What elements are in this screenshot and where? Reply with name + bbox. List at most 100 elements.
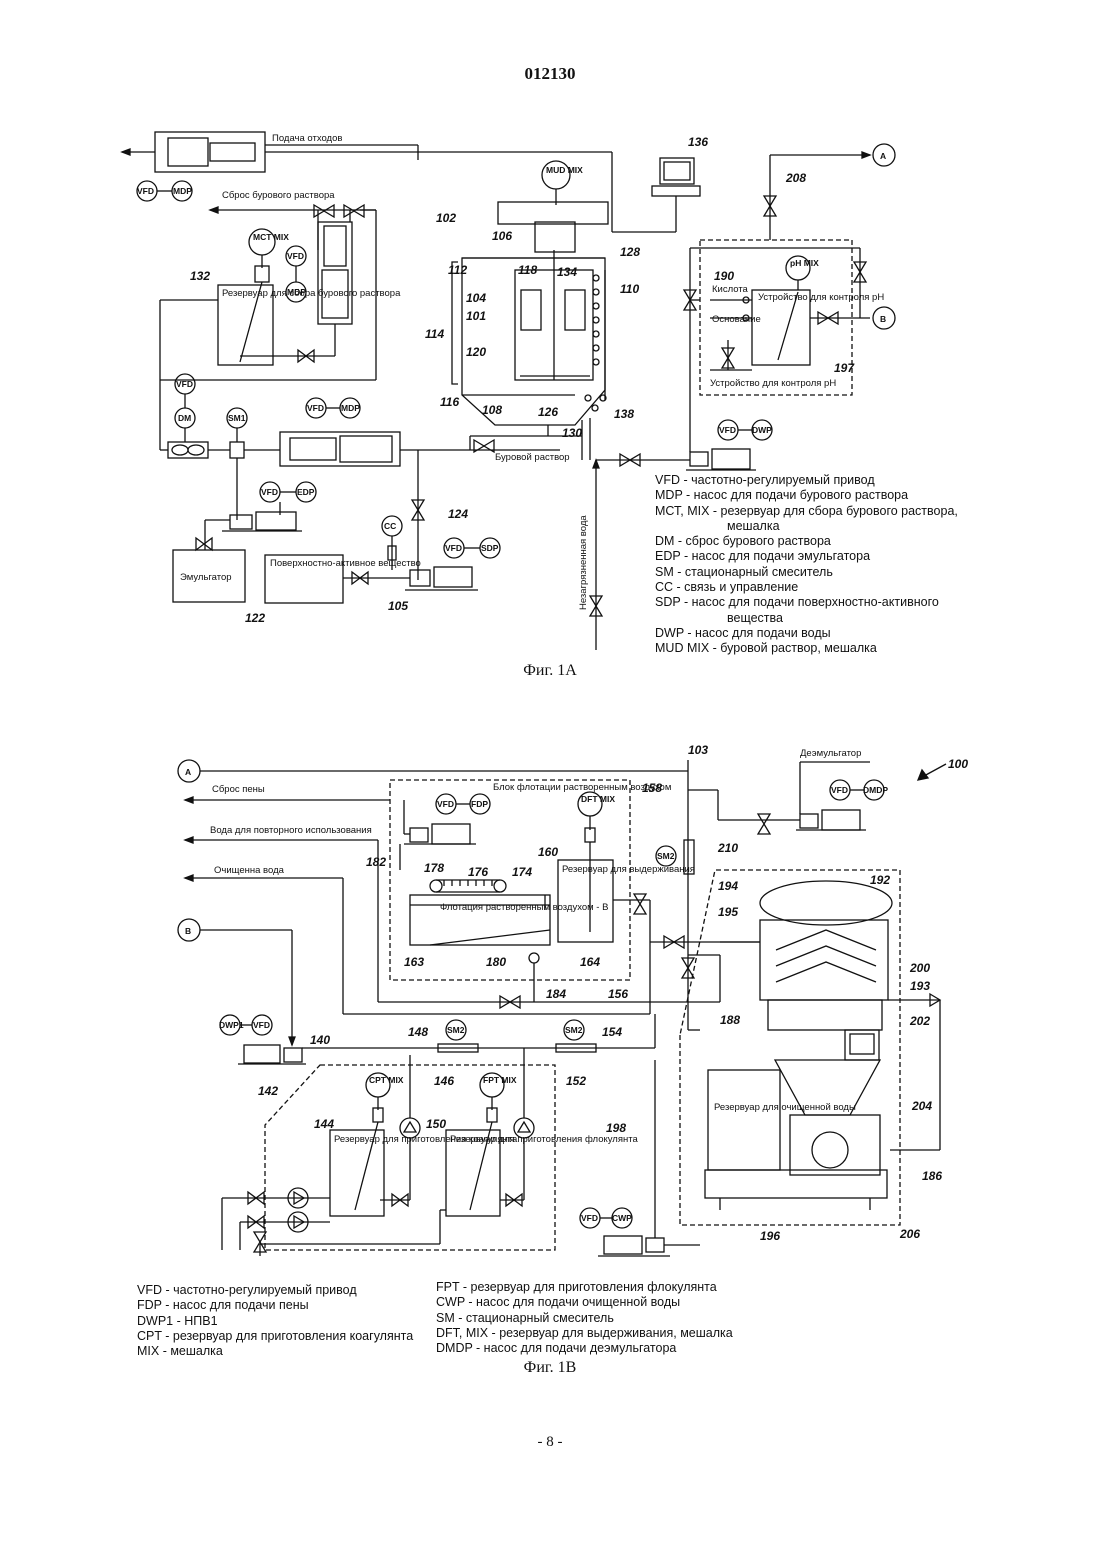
ref-152: 152 [566, 1074, 586, 1088]
tag-b-1b: B [185, 926, 191, 936]
fdp-pump [410, 828, 428, 842]
ref-194: 194 [718, 879, 738, 893]
tag-vfd-6: VFD [445, 543, 462, 553]
ref-196: 196 [760, 1229, 780, 1243]
tag-cwp: CWP [612, 1213, 632, 1223]
figure-1b-diagram: A 103 Деэмульгатор VFD DMDP 100 Сброс пе… [178, 743, 968, 1256]
tag-a-1b: A [185, 767, 191, 777]
ref-128: 128 [620, 245, 640, 259]
tag-mud-mix: MUD MIX [546, 165, 583, 175]
legend-item: MDP - насос для подачи бурового раствора [655, 488, 958, 503]
dwp-pump [690, 452, 708, 466]
tag-vfd-1b-3: VFD [253, 1020, 270, 1030]
legend-item: MUD MIX - буровой раствор, мешалка [655, 641, 958, 656]
tag-fpt-mix: FPT MIX [483, 1075, 517, 1085]
legend-item: VFD - частотно-регулируемый привод [137, 1283, 413, 1298]
skimmer-belt [430, 880, 506, 892]
ref-140: 140 [310, 1033, 330, 1047]
ref-188: 188 [720, 1013, 740, 1027]
ref-164: 164 [580, 955, 600, 969]
surfactant-pump [410, 570, 430, 586]
label-drilling-fluid: Буровой раствор [495, 452, 570, 463]
ref-100-arrow: 100 [918, 757, 968, 780]
ref-156: 156 [608, 987, 628, 1001]
ref-132: 132 [190, 269, 210, 283]
ref-105: 105 [388, 599, 408, 613]
ref-198: 198 [606, 1121, 626, 1135]
label-caustic: Основание [712, 314, 761, 325]
ref-103: 103 [688, 743, 708, 757]
mct-tank: MCT MIX Резервуар для сбора бурового рас… [190, 229, 401, 365]
ref-197: 197 [834, 361, 855, 375]
dmdp-pump [800, 814, 818, 828]
ref-106: 106 [492, 229, 512, 243]
spray-nozzles [585, 275, 606, 411]
ref-114: 114 [425, 327, 444, 341]
ref-186: 186 [922, 1169, 942, 1183]
label-acid: Кислота [712, 284, 749, 295]
ref-150: 150 [426, 1117, 446, 1131]
ref-208: 208 [785, 171, 806, 185]
tag-vfd-3: VFD [176, 379, 193, 389]
legend-item: FDP - насос для подачи пены [137, 1298, 413, 1313]
tag-vfd-5: VFD [261, 487, 278, 497]
ref-146: 146 [434, 1074, 454, 1088]
tag-fdp: FDP [471, 799, 488, 809]
legend-item: FPT - резервуар для приготовления флокул… [436, 1280, 733, 1295]
legend-item: CWP - насос для подачи очищенной воды [436, 1295, 733, 1310]
ref-126: 126 [538, 405, 558, 419]
waste-feed-unit [122, 132, 265, 172]
legend-item: SDP - насос для подачи поверхностно-акти… [655, 595, 958, 610]
label-surfactant: Поверхностно-активное вещество [270, 558, 421, 569]
tag-cpt-mix: CPT MIX [369, 1075, 404, 1085]
daf-block [390, 780, 630, 980]
ref-184: 184 [546, 987, 566, 1001]
horizontal-pump-unit [280, 432, 400, 466]
ref-102: 102 [436, 211, 456, 225]
ref-193: 193 [910, 979, 930, 993]
tag-sm1: SM1 [228, 413, 246, 423]
tag-b: B [880, 314, 886, 324]
ref-120: 120 [466, 345, 486, 359]
label-ph-device: Устройство для контроля pH [758, 292, 884, 303]
tag-ph-mix: pH MIX [790, 258, 819, 268]
ref-210: 210 [717, 841, 738, 855]
tag-sm2-2: SM2 [447, 1025, 465, 1035]
ref-104: 104 [466, 291, 486, 305]
tag-vfd-1b-2: VFD [437, 799, 454, 809]
ref-134: 134 [557, 265, 577, 279]
tag-vfd: VFD [137, 186, 154, 196]
ref-136: 136 [688, 135, 708, 149]
legend-item: вещества [655, 611, 958, 626]
ref-110: 110 [620, 282, 639, 296]
ref-138: 138 [614, 407, 634, 421]
label-clean-water: Незагрязненная вода [578, 515, 589, 610]
ref-101: 101 [466, 309, 486, 323]
caption-figure-1b: Фиг. 1В [0, 1359, 1100, 1377]
tag-dm: DM [178, 413, 191, 423]
label-emulsifier: Эмульгатор [180, 572, 232, 583]
legend-item: SM - стационарный смеситель [655, 565, 958, 580]
ref-163: 163 [404, 955, 424, 969]
dwp1-pump [244, 1045, 280, 1063]
legend-item: МСТ, MIX - резервуар для сбора бурового … [655, 504, 958, 519]
label-clean-water-tank: Резервуар для очищенной воды [714, 1102, 856, 1113]
ref-204: 204 [911, 1099, 932, 1113]
tag-dwp: DWP [752, 425, 772, 435]
tag-mct-mix: MCT MIX [253, 232, 289, 242]
label-ph-device-2: Устройство для контроля pH [710, 378, 836, 389]
legend-item: DM - сброс бурового раствора [655, 534, 958, 549]
ref-200: 200 [909, 961, 930, 975]
tag-dft-mix: DFT MIX [581, 794, 615, 804]
ref-195: 195 [718, 905, 738, 919]
clean-water-tank [708, 1070, 780, 1170]
ref-180: 180 [486, 955, 506, 969]
tag-vfd-7: VFD [719, 425, 736, 435]
tag-edp: EDP [297, 487, 315, 497]
legend-item: DMDP - насос для подачи деэмульгатора [436, 1341, 733, 1356]
ref-112: 112 [448, 263, 467, 277]
legend-item: SM - стационарный смеситель [436, 1311, 733, 1326]
ref-174: 174 [512, 865, 532, 879]
tag-vfd-2: VFD [287, 251, 304, 261]
sm1-mixer [230, 442, 244, 458]
